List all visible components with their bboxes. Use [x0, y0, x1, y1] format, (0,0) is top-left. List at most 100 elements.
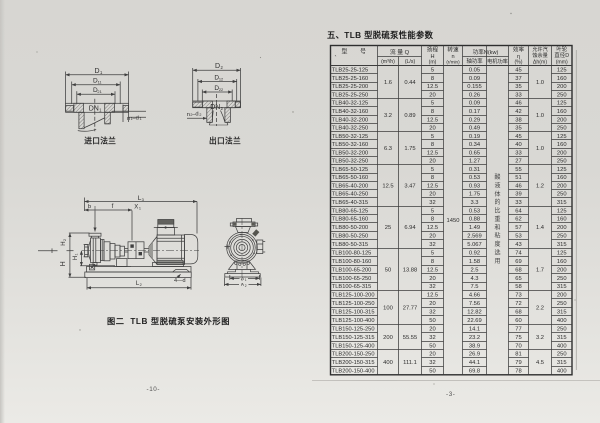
svg-text:4.5: 4.5	[536, 360, 544, 366]
svg-text:14.1: 14.1	[469, 326, 480, 332]
svg-text:1.2: 1.2	[536, 183, 544, 189]
svg-text:44.1: 44.1	[469, 360, 480, 366]
svg-text:58: 58	[515, 284, 521, 290]
svg-text:1.4: 1.4	[536, 225, 545, 231]
svg-text:315: 315	[557, 284, 567, 290]
svg-text:0.65: 0.65	[469, 150, 480, 156]
svg-text:0.49: 0.49	[469, 126, 480, 132]
svg-text:50: 50	[429, 343, 435, 349]
svg-text:0.34: 0.34	[469, 142, 481, 148]
svg-text:Δh(m): Δh(m)	[533, 59, 547, 65]
svg-text:b: b	[88, 204, 91, 210]
svg-text:45: 45	[515, 134, 521, 140]
svg-text:250: 250	[557, 326, 567, 332]
svg-text:125: 125	[557, 101, 567, 107]
svg-text:4.3: 4.3	[470, 276, 478, 282]
svg-text:2.5: 2.5	[470, 267, 478, 273]
svg-text:12.5: 12.5	[427, 117, 438, 123]
svg-text:74: 74	[515, 250, 522, 256]
svg-text:0.53: 0.53	[469, 175, 480, 181]
svg-text:TLB65-40-250: TLB65-40-250	[332, 192, 368, 198]
svg-text:3.3: 3.3	[470, 200, 478, 206]
svg-text:0.17: 0.17	[469, 109, 480, 115]
svg-text:1: 1	[245, 278, 247, 282]
svg-text:38.9: 38.9	[469, 343, 480, 349]
svg-text:12.5: 12.5	[382, 183, 393, 189]
svg-text:TLB50-32-250: TLB50-32-250	[332, 159, 368, 165]
svg-text:1: 1	[99, 108, 102, 113]
svg-text:1: 1	[139, 206, 141, 210]
svg-text:5: 5	[431, 68, 434, 74]
svg-text:型: 型	[341, 48, 347, 56]
svg-text:0.29: 0.29	[469, 117, 480, 123]
svg-text:50: 50	[429, 318, 435, 324]
svg-text:2: 2	[190, 113, 192, 117]
svg-text:250: 250	[557, 352, 567, 358]
svg-text:扬程: 扬程	[427, 46, 439, 54]
svg-text:DN: DN	[210, 104, 220, 111]
svg-text:度: 度	[494, 240, 500, 248]
svg-text:0.89: 0.89	[404, 113, 415, 119]
svg-text:8: 8	[431, 175, 434, 181]
svg-text:7.56: 7.56	[469, 301, 480, 307]
svg-text:22.69: 22.69	[467, 318, 482, 324]
svg-text:250: 250	[557, 276, 567, 282]
svg-text:37: 37	[515, 76, 521, 82]
svg-text:1.0: 1.0	[536, 146, 544, 152]
svg-text:12.5: 12.5	[427, 293, 438, 299]
svg-text:78: 78	[515, 369, 521, 375]
svg-text:TLB200-150-400: TLB200-150-400	[332, 369, 375, 375]
svg-text:功率N(kw): 功率N(kw)	[473, 48, 499, 56]
svg-text:68: 68	[515, 310, 521, 316]
svg-text:D: D	[93, 87, 98, 94]
svg-text:8: 8	[431, 142, 434, 148]
svg-text:250: 250	[557, 301, 567, 307]
svg-text:TLB125-100-315: TLB125-100-315	[332, 310, 375, 316]
svg-text:TLB80-50-200: TLB80-50-200	[332, 225, 368, 231]
svg-text:5: 5	[431, 250, 434, 256]
svg-text:A: A	[241, 276, 245, 282]
svg-text:TLB200-150-250: TLB200-150-250	[332, 352, 375, 358]
svg-text:20: 20	[429, 192, 435, 198]
svg-text:12.82: 12.82	[467, 310, 482, 316]
svg-text:12.5: 12.5	[427, 150, 438, 156]
svg-text:5: 5	[431, 208, 434, 214]
svg-text:20: 20	[429, 234, 435, 240]
svg-text:42: 42	[515, 109, 521, 115]
svg-text:、: 、	[334, 52, 339, 58]
svg-text:H: H	[61, 241, 67, 245]
svg-text:6.94: 6.94	[404, 225, 416, 231]
svg-text:12.5: 12.5	[427, 84, 438, 90]
svg-text:12.5: 12.5	[427, 225, 438, 231]
svg-text:(m): (m)	[429, 60, 437, 66]
svg-text:液: 液	[494, 182, 500, 190]
svg-text:50: 50	[429, 369, 435, 375]
svg-text:2: 2	[221, 65, 224, 70]
svg-text:TLB100-65-250: TLB100-65-250	[332, 276, 372, 282]
svg-text:68: 68	[515, 267, 521, 273]
svg-text:125: 125	[557, 208, 567, 214]
svg-text:4—d: 4—d	[174, 278, 186, 284]
svg-text:77: 77	[515, 326, 521, 332]
svg-text:46: 46	[515, 101, 521, 107]
svg-text:200: 200	[557, 267, 567, 273]
svg-text:400: 400	[557, 369, 567, 375]
svg-text:1.27: 1.27	[469, 159, 480, 165]
svg-text:20: 20	[429, 301, 435, 307]
svg-text:21: 21	[97, 89, 101, 94]
svg-text:125: 125	[557, 167, 567, 173]
svg-text:出口法兰: 出口法兰	[209, 136, 241, 146]
svg-text:46: 46	[515, 183, 521, 189]
svg-text:TLB50-32-200: TLB50-32-200	[332, 150, 368, 156]
svg-text:5.067: 5.067	[467, 242, 482, 248]
svg-text:TLB100-80-125: TLB100-80-125	[332, 250, 372, 256]
svg-text:11: 11	[98, 80, 102, 85]
svg-text:50: 50	[385, 267, 391, 273]
svg-text:20: 20	[429, 276, 435, 282]
svg-text:TLB200-150-315: TLB200-150-315	[332, 360, 375, 366]
svg-text:1.0: 1.0	[536, 80, 544, 86]
svg-text:160: 160	[557, 76, 567, 82]
svg-text:直径D: 直径D	[554, 51, 569, 59]
svg-text:TLB65-50-125: TLB65-50-125	[332, 167, 368, 173]
svg-text:2: 2	[63, 239, 67, 241]
